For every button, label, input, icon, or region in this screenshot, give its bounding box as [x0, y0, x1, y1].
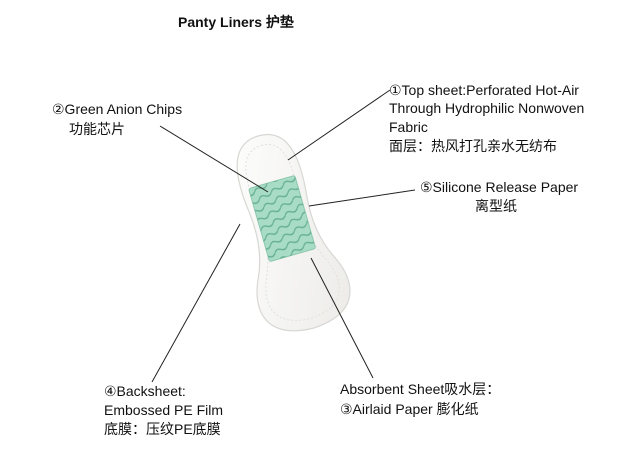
top-sheet-line-4: 面层：热风打孔亲水无纺布 — [389, 138, 557, 154]
leader-top-sheet — [287, 89, 391, 161]
silicone-line-1: ⑤Silicone Release Paper — [420, 179, 579, 195]
leader-absorbent — [310, 257, 374, 379]
leader-green-chips — [159, 125, 269, 193]
green-chips-line-2: 功能芯片 — [69, 121, 125, 137]
top-sheet-line-1: ①Top sheet:Perforated Hot-Air — [389, 82, 579, 98]
absorbent-line-2: ③Airlaid Paper 膨化纸 — [340, 401, 479, 417]
diagram-title: Panty Liners 护垫 — [178, 14, 294, 30]
backsheet-line-3: 底膜：压纹PE底膜 — [104, 421, 221, 437]
backsheet-line-2: Embossed PE Film — [104, 402, 224, 418]
backsheet-line-1: ④Backsheet: — [104, 383, 186, 399]
top-sheet-line-2: Through Hydrophilic Nonwoven — [389, 100, 585, 116]
chip-wave-pattern — [249, 175, 316, 262]
panty-liner — [236, 133, 351, 332]
leader-silicone — [308, 189, 416, 207]
leader-backsheet — [151, 223, 241, 383]
silicone-line-2: 离型纸 — [475, 198, 517, 214]
absorbent-line-1: Absorbent Sheet吸水层： — [340, 381, 501, 397]
green-chips-line-1: ②Green Anion Chips — [52, 101, 183, 117]
top-sheet-line-3: Fabric — [389, 119, 428, 135]
